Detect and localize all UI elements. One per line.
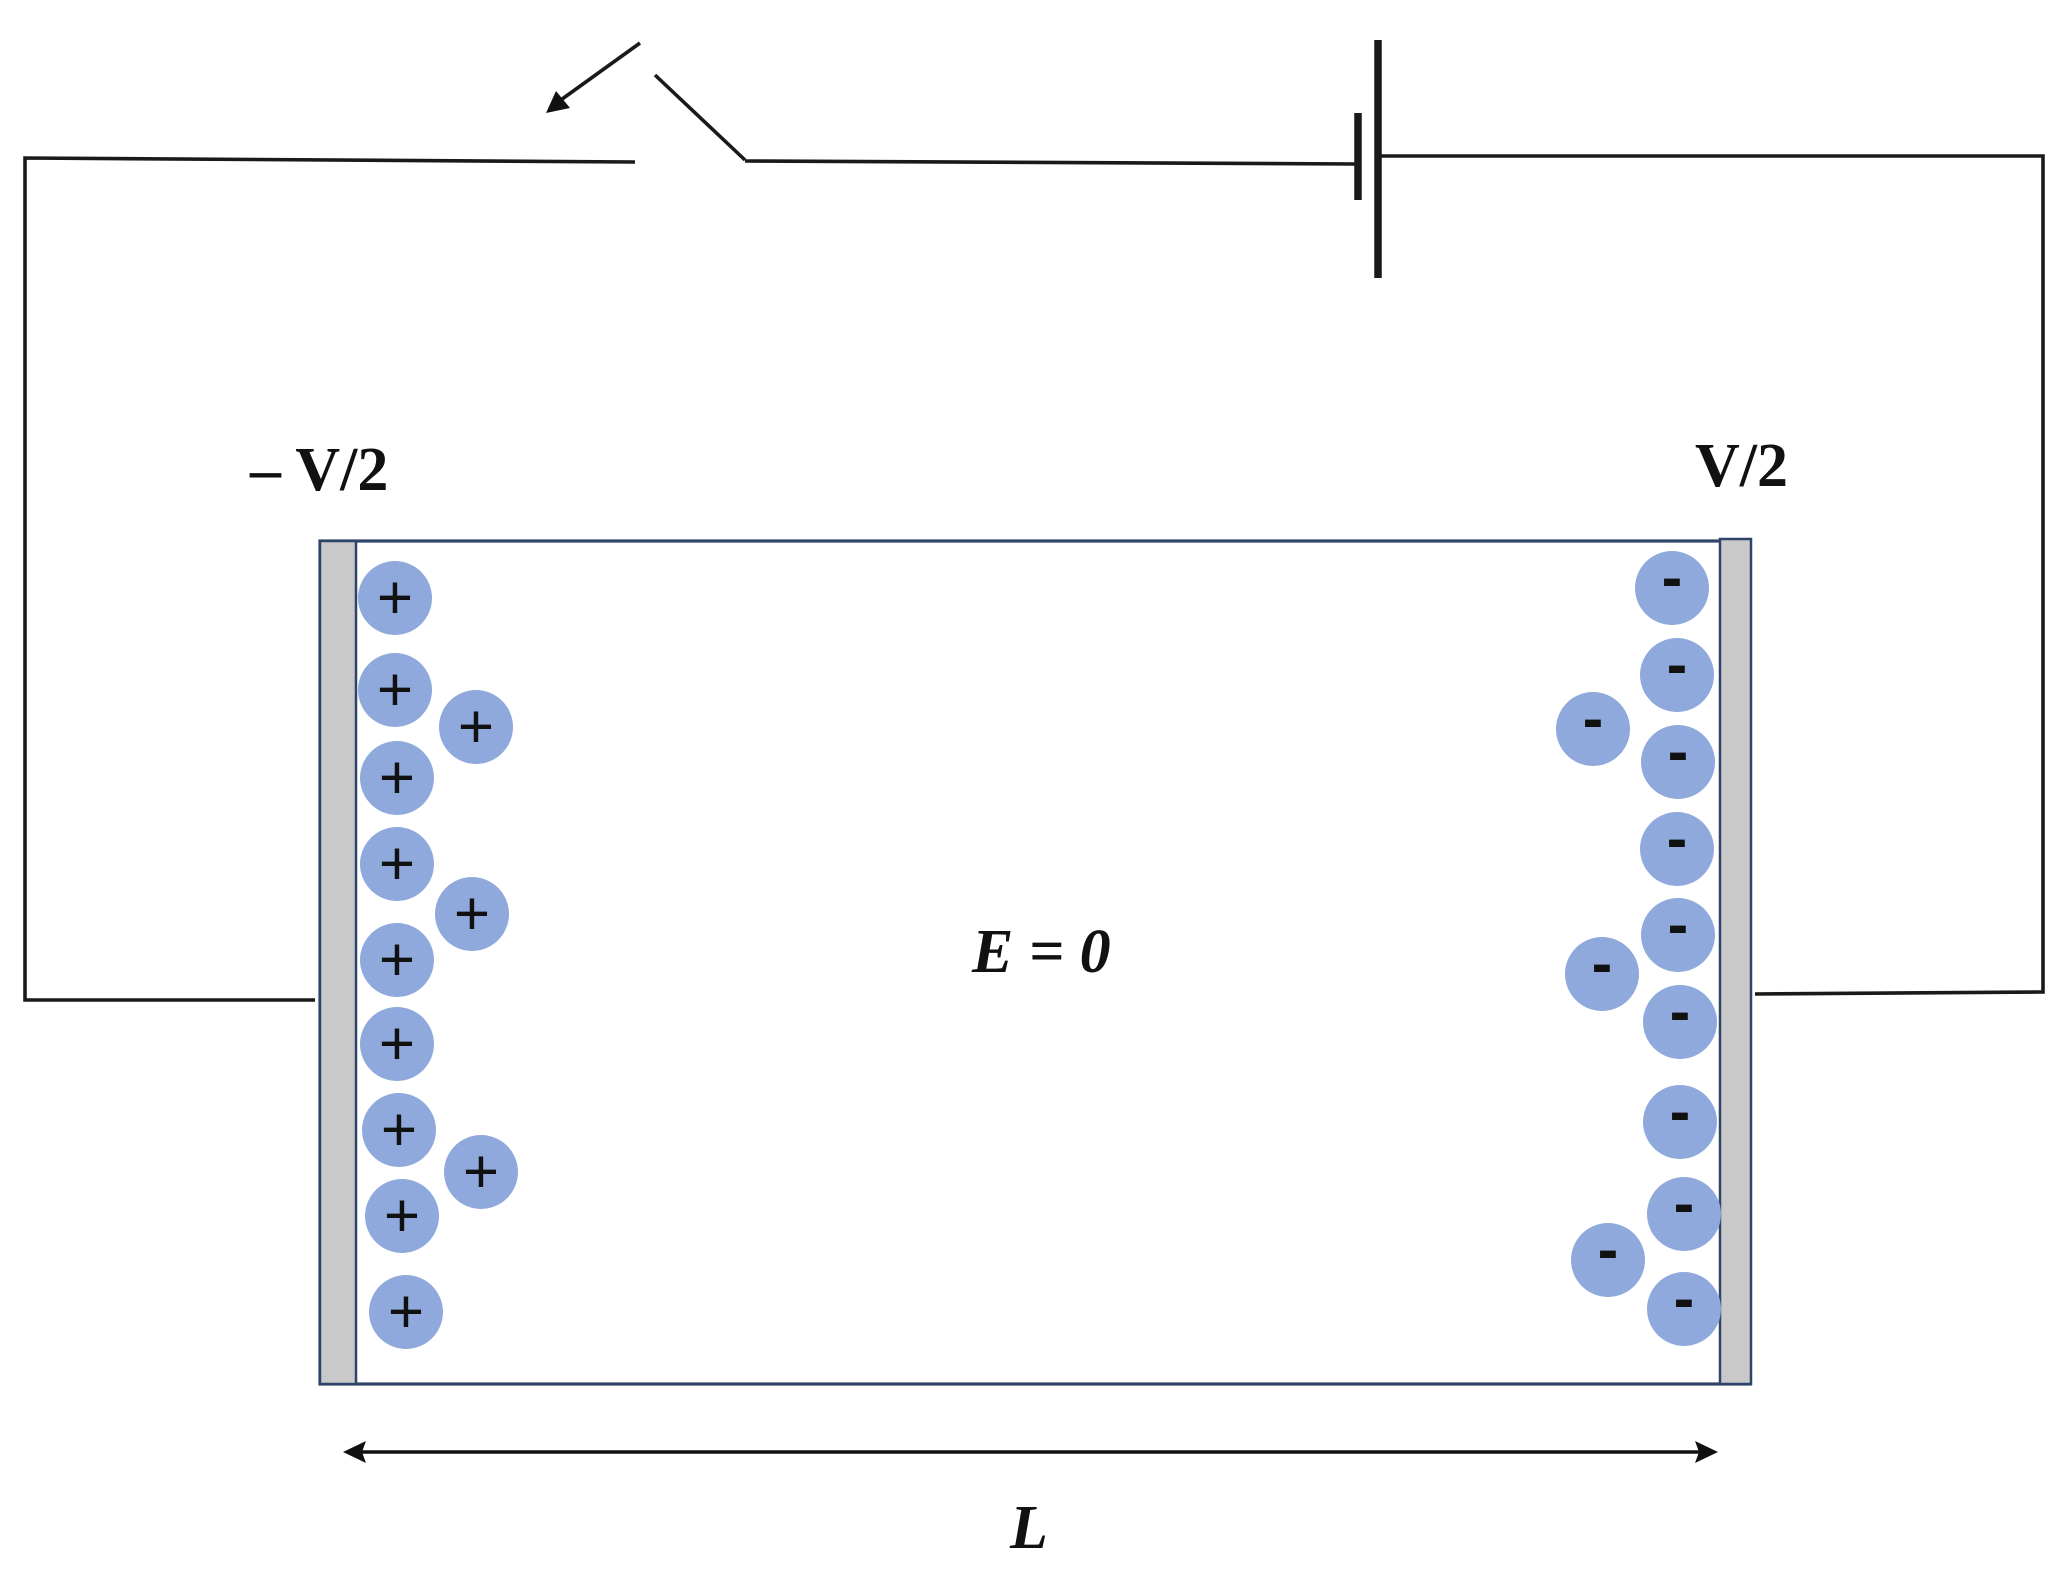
plus-sign: + — [384, 1182, 420, 1251]
ion-circle — [1641, 898, 1715, 972]
positive-ion: + — [444, 1135, 518, 1209]
plus-sign: + — [454, 880, 490, 949]
negative-ion: - — [1641, 891, 1715, 972]
ion-circle — [1643, 1085, 1717, 1159]
plus-sign: + — [381, 1096, 417, 1165]
plus-sign: + — [388, 1278, 424, 1347]
ion-circle — [1640, 638, 1714, 712]
positive-ion: + — [358, 653, 432, 727]
positive-ion: + — [439, 690, 513, 764]
plus-sign: + — [379, 1010, 415, 1079]
circuit-wires — [23, 41, 2045, 1002]
ion-circle — [360, 827, 434, 901]
negative-ion: - — [1640, 631, 1714, 712]
positive-ion: + — [362, 1093, 436, 1167]
plus-sign: + — [379, 830, 415, 899]
ion-circle — [1640, 812, 1714, 886]
plus-sign: + — [379, 926, 415, 995]
switch-blade — [653, 73, 747, 162]
ion-circle — [1556, 692, 1630, 766]
positive-ion: + — [435, 877, 509, 951]
negative-ion: - — [1647, 1170, 1721, 1251]
positive-ion: + — [358, 561, 432, 635]
left-electrode — [318, 539, 358, 1386]
plus-sign: + — [377, 656, 413, 725]
minus-sign: - — [1667, 631, 1688, 700]
ion-circle — [365, 1179, 439, 1253]
positive-ion: + — [360, 827, 434, 901]
minus-sign: - — [1592, 930, 1613, 999]
positive-ion: + — [360, 923, 434, 997]
length-arrow-left — [343, 1441, 366, 1463]
minus-sign: - — [1668, 891, 1689, 960]
ion-circle — [1647, 1177, 1721, 1251]
negative-ion: - — [1565, 930, 1639, 1011]
plus-sign: + — [458, 693, 494, 762]
plus-sign: + — [463, 1138, 499, 1207]
minus-sign: - — [1670, 978, 1691, 1047]
ion-circle — [369, 1275, 443, 1349]
wire-switch-to-battery — [744, 159, 1358, 166]
positive-ion: + — [369, 1275, 443, 1349]
switch-arrow-head — [546, 91, 570, 113]
negative-ion: - — [1640, 805, 1714, 886]
field-label: E = 0 — [971, 918, 1111, 986]
ion-circle — [1635, 551, 1709, 625]
ion-circle — [444, 1135, 518, 1209]
plus-sign: + — [377, 564, 413, 633]
ion-circle — [1643, 985, 1717, 1059]
switch-arrow-shaft — [556, 41, 642, 104]
ion-circle — [358, 653, 432, 727]
left-potential-label: – V/2 — [249, 436, 388, 504]
wire-right-loop — [1378, 154, 2045, 996]
negative-ion: - — [1571, 1216, 1645, 1297]
minus-sign: - — [1667, 805, 1688, 874]
ion-circle — [1571, 1223, 1645, 1297]
negative-ion: - — [1643, 1078, 1717, 1159]
right-potential-label: V/2 — [1695, 432, 1788, 500]
minus-sign: - — [1583, 685, 1604, 754]
negative-ion: - — [1647, 1265, 1721, 1346]
negative-ion: - — [1641, 718, 1715, 799]
negative-ion: - — [1643, 978, 1717, 1059]
negative-ion-layer: ------------ — [1556, 544, 1721, 1346]
electrochemical-cell — [318, 537, 1753, 1386]
length-label: L — [1009, 1494, 1048, 1562]
ion-circle — [360, 741, 434, 815]
ion-circle — [1565, 937, 1639, 1011]
ion-circle — [435, 877, 509, 951]
minus-sign: - — [1598, 1216, 1619, 1285]
positive-ion: + — [365, 1179, 439, 1253]
ion-circle — [360, 923, 434, 997]
length-arrow-right — [1695, 1441, 1718, 1463]
minus-sign: - — [1662, 544, 1683, 613]
ion-circle — [1647, 1272, 1721, 1346]
positive-ion: + — [360, 741, 434, 815]
minus-sign: - — [1668, 718, 1689, 787]
plus-sign: + — [379, 744, 415, 813]
ion-circle — [360, 1007, 434, 1081]
minus-sign: - — [1674, 1170, 1695, 1239]
minus-sign: - — [1670, 1078, 1691, 1147]
wire-left-loop — [23, 156, 636, 1002]
positive-ion: + — [360, 1007, 434, 1081]
ion-circle — [358, 561, 432, 635]
ion-circle — [1641, 725, 1715, 799]
length-dimension — [343, 1441, 1718, 1463]
battery-icon — [1354, 40, 1382, 278]
right-electrode — [1718, 537, 1753, 1386]
ion-circle — [362, 1093, 436, 1167]
ion-circle — [439, 690, 513, 764]
negative-ion: - — [1556, 685, 1630, 766]
negative-ion: - — [1635, 544, 1709, 625]
positive-ion-layer: + + + + + + + + + + + + — [358, 561, 518, 1349]
minus-sign: - — [1674, 1265, 1695, 1334]
